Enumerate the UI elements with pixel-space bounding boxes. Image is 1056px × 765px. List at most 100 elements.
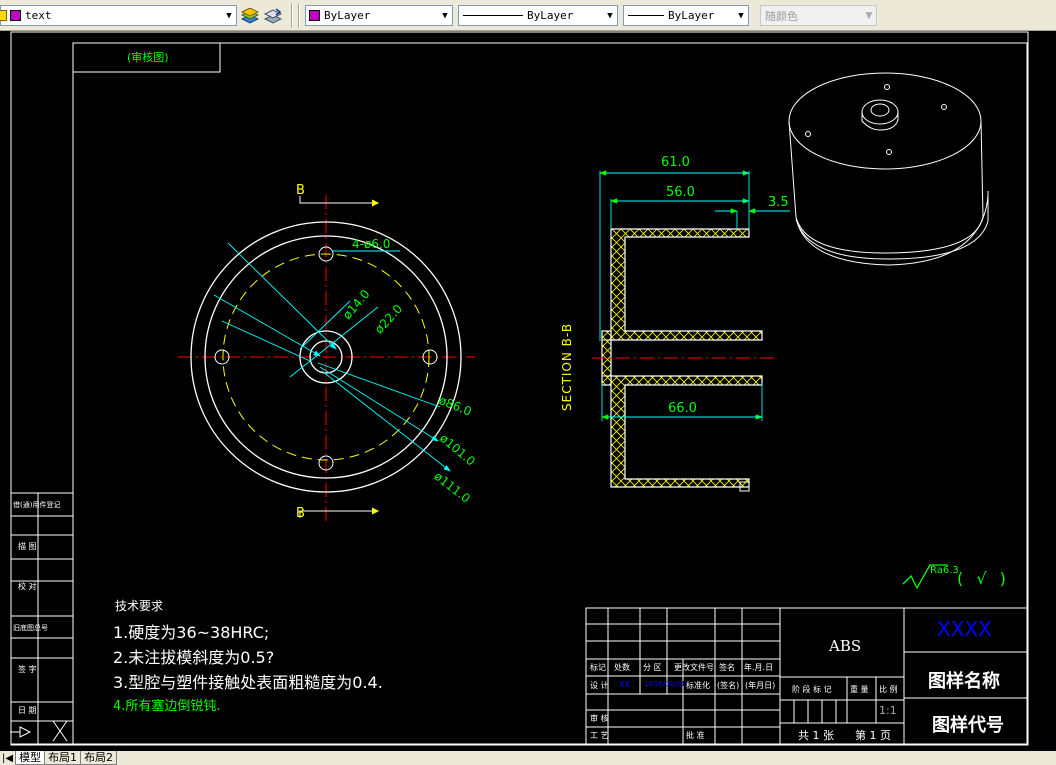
tb-designer: XX: [619, 680, 630, 689]
make-layer-current-button[interactable]: [239, 5, 261, 26]
plot-style-value: 随颜色: [765, 9, 798, 23]
leader-line: [317, 362, 441, 408]
layer-dropdown[interactable]: text ▼: [0, 5, 237, 26]
tb-design-label: 设 计: [590, 681, 609, 690]
roughness-bracket: ( √ ): [957, 569, 1010, 588]
drawing-name: 图样名称: [928, 671, 1000, 692]
layout-tabs: |◀ 模型 布局1 布局2: [0, 751, 1056, 765]
linetype-sample: [463, 15, 523, 16]
iso-flange: [795, 191, 989, 260]
leader-line: [321, 370, 451, 472]
material: ABS: [829, 637, 862, 655]
tab-scroll-icon[interactable]: |◀: [2, 752, 14, 764]
tb-standard: 标准化: [686, 681, 710, 690]
dim-holes: 4-ø6.0: [352, 237, 391, 251]
pitch-circle: [222, 253, 430, 461]
hub-circle-22: [299, 330, 353, 384]
drawing-frame: [72, 42, 1028, 745]
side-label-1: 借(通)用件登记: [13, 501, 61, 509]
iso-body: [788, 120, 984, 254]
drawing-canvas[interactable]: (审核图) B B 4-ø6.0 ø14.0 ø22.0 ø86.0 ø101.…: [0, 31, 1056, 751]
tech-req-3: 3.型腔与塑件接触处表面粗糙度为0.4.: [113, 673, 383, 692]
layer-bulb-icon: [0, 10, 7, 21]
side-label-4: 旧底图总号: [13, 624, 48, 632]
layer-stack-icon: [241, 7, 259, 24]
tab-layout2[interactable]: 布局2: [80, 751, 118, 765]
tech-req-4: 4.所有塞边倒锐钝.: [113, 699, 221, 714]
tech-req-title: 技术要求: [115, 599, 164, 613]
tb-header-3: 分 区: [643, 663, 662, 672]
roughness-value: Ra6.3: [930, 565, 959, 576]
color-value: ByLayer: [324, 9, 371, 22]
tab-model[interactable]: 模型: [15, 751, 46, 765]
layer-previous-icon: [264, 7, 282, 24]
tb-approve: 批 准: [686, 731, 705, 740]
section-label: SECTION B-B: [560, 322, 574, 411]
top-left-note: (审核图): [127, 51, 169, 64]
toolbar-separator: [291, 3, 293, 28]
tb-stage: 阶 段 标 记: [792, 685, 832, 694]
layer-previous-button[interactable]: [262, 5, 284, 26]
side-label-3: 校 对: [18, 582, 37, 591]
lineweight-value: ByLayer: [668, 9, 715, 22]
plot-style-dropdown[interactable]: 随颜色 ▼: [760, 5, 877, 26]
color-dropdown[interactable]: ByLayer ▼: [305, 5, 453, 26]
chevron-down-icon: ▼: [865, 10, 873, 21]
bore-circle-14: [309, 340, 343, 374]
linetype-value: ByLayer: [527, 9, 574, 22]
isometric-view: [788, 72, 989, 266]
side-label-5: 签 字: [18, 665, 37, 674]
title-block: [585, 607, 1028, 745]
bolt-hole-left: [214, 349, 230, 365]
cut-mark-bottom: B: [296, 506, 305, 521]
section-top-wall: [610, 228, 763, 341]
outer-circle-111: [190, 221, 462, 493]
tb-ratio: 比 例: [879, 685, 898, 694]
leader-line: [213, 294, 321, 357]
leader-line: [319, 366, 439, 442]
dim-66: 66.0: [668, 401, 697, 416]
bolt-hole-bottom: [318, 455, 334, 471]
tb-header-5: 签名: [719, 663, 735, 672]
color-swatch: [309, 10, 320, 21]
side-label-2: 描 图: [18, 542, 37, 551]
tb-header-1: 标记: [590, 663, 606, 672]
tech-req-1: 1.硬度为36~38HRC;: [113, 623, 270, 642]
linetype-dropdown[interactable]: ByLayer ▼: [458, 5, 618, 26]
chevron-down-icon: ▼: [226, 10, 232, 21]
tb-weight: 重 量: [850, 685, 869, 694]
side-label-6: 日 期: [18, 706, 37, 715]
properties-toolbar: text ▼ ByLayer ▼ ByLayer ▼ ByLayer ▼ 随颜色: [0, 0, 1056, 31]
section-bottom-wall: [610, 375, 763, 488]
tb-ymd: (年月日): [745, 681, 776, 690]
scale: 1:1: [879, 704, 897, 717]
tech-req-2: 2.未注拔模斜度为0.5?: [113, 648, 275, 667]
cut-mark-top: B: [296, 183, 305, 198]
dim-56: 56.0: [666, 185, 695, 200]
roughness-symbol: [902, 564, 948, 590]
tb-process: 工 艺: [590, 731, 609, 740]
tb-total-sheets: 共 1 张: [798, 729, 834, 742]
bolt-hole-top: [318, 246, 334, 262]
tb-date: 2016/01/01: [645, 680, 686, 688]
top-left-box: [72, 42, 221, 73]
circle-101: [204, 235, 448, 479]
chevron-down-icon: ▼: [607, 10, 613, 21]
company-name: XXXX: [937, 617, 992, 641]
drawing-svg: [10, 31, 1029, 746]
lineweight-sample: [628, 15, 664, 16]
tb-sheet-no: 第 1 页: [855, 729, 891, 742]
drawing-code: 图样代号: [932, 715, 1004, 736]
chevron-down-icon: ▼: [738, 10, 744, 21]
dim-61: 61.0: [661, 155, 690, 170]
tb-sign: (签名): [717, 681, 740, 690]
tab-layout1[interactable]: 布局1: [44, 751, 82, 765]
leader-line: [289, 306, 379, 378]
bolt-hole-right: [422, 349, 438, 365]
sheet-border: [10, 31, 1029, 746]
leader-line: [299, 300, 351, 350]
leader-line: [227, 242, 337, 350]
leader-line: [221, 320, 311, 362]
section-view: [592, 170, 790, 492]
lineweight-dropdown[interactable]: ByLayer ▼: [623, 5, 749, 26]
